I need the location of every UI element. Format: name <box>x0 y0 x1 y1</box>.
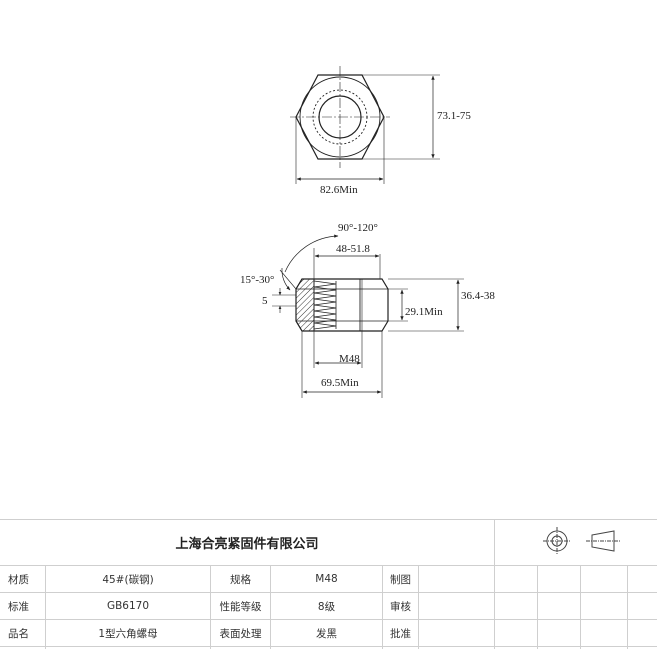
label-material: 材质 <box>8 573 29 586</box>
label-review: 审核 <box>390 600 411 613</box>
angle-top-label: 90°-120° <box>338 222 378 234</box>
angle-side-label: 15°-30° <box>240 274 274 286</box>
angle-arc-side <box>281 267 291 291</box>
section-hatch <box>295 278 315 332</box>
label-standard: 标准 <box>8 600 29 613</box>
side-view <box>272 234 464 398</box>
thread-label: M48 <box>339 353 360 365</box>
top-width-dim: 82.6Min <box>320 184 358 196</box>
title-block-grid <box>0 519 657 649</box>
top-view <box>290 66 440 184</box>
thread-profile <box>313 280 337 330</box>
label-drawn: 制图 <box>390 573 411 586</box>
value-standard: GB6170 <box>106 600 150 612</box>
value-material: 45#(碳钢) <box>102 573 154 586</box>
angle-arc-top <box>284 234 339 273</box>
value-grade: 8级 <box>317 600 336 613</box>
thread-height-dim-label: 29.1Min <box>405 306 443 318</box>
value-product: 1型六角螺母 <box>98 627 158 640</box>
value-spec: M48 <box>315 573 338 585</box>
top-height-dim: 73.1-75 <box>437 110 471 122</box>
offset-dim-label: 5 <box>262 295 268 307</box>
label-grade: 性能等级 <box>219 600 262 613</box>
company-name: 上海合亮紧固件有限公司 <box>175 536 319 552</box>
chamfer-dim-label: 48-51.8 <box>336 243 370 255</box>
value-finish: 发黑 <box>316 627 337 640</box>
height-dim-label-side: 36.4-38 <box>461 290 495 302</box>
label-finish: 表面处理 <box>219 627 262 640</box>
technical-drawing: 73.1-75 82.6Min <box>240 66 495 398</box>
label-product: 品名 <box>8 627 29 640</box>
label-approve: 批准 <box>390 627 411 640</box>
bottom-width-dim-label: 69.5Min <box>321 377 359 389</box>
title-block: 上海合亮紧固件有限公司 材质 45#(碳钢) 规格 M48 制图 标准 GB61… <box>0 519 657 649</box>
first-angle-projection-icon <box>543 527 620 555</box>
label-spec: 规格 <box>230 573 251 586</box>
